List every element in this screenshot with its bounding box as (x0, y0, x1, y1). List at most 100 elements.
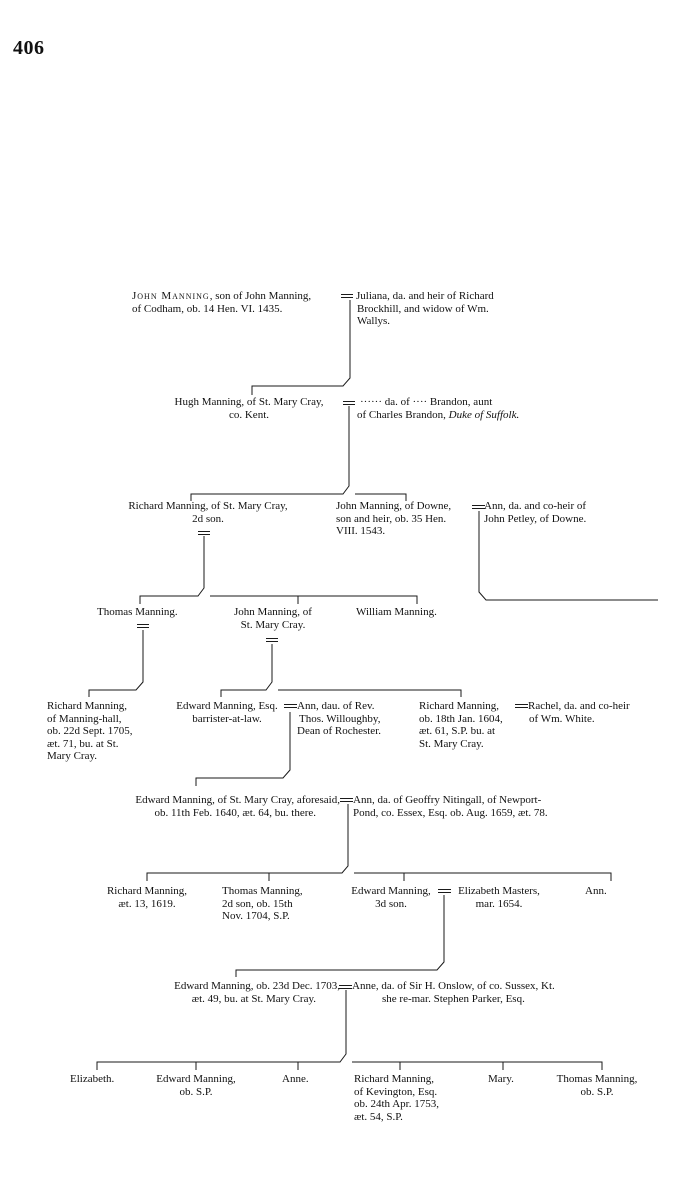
person-john-manning-downe: John Manning, of Downe, son and heir, ob… (336, 500, 451, 538)
person-john-manning-1435: John Manning, son of John Manning, of Co… (132, 290, 311, 315)
person-line: Edward Manning, ob. 23d Dec. 1703, (174, 980, 340, 992)
person-line: ob. 11th Feb. 1640, æt. 64, bu. there. (154, 806, 316, 819)
person-line: æt. 49, bu. at St. Mary Cray. (191, 992, 316, 1005)
person-richard-manning-kevington: Richard Manning, of Kevington, Esq. ob. … (354, 1073, 439, 1123)
person-line: of Charles Brandon, (357, 408, 449, 421)
person-richard-manning-2d-son: Richard Manning, of St. Mary Cray, 2d so… (108, 500, 308, 525)
person-ann: Ann. (585, 885, 607, 898)
person-line: of Manning-hall, (47, 712, 122, 725)
person-mary: Mary. (488, 1073, 514, 1086)
person-edward-manning-1703: Edward Manning, ob. 23d Dec. 1703, æt. 4… (100, 980, 340, 1005)
person-line: Dean of Rochester. (297, 725, 381, 737)
person-line: Richard Manning, (419, 700, 500, 712)
person-name: John Manning (132, 290, 210, 302)
person-john-manning-st-mary-cray: John Manning, of St. Mary Cray. (223, 606, 323, 631)
person-juliana: Juliana, da. and heir of Richard Brockhi… (356, 290, 494, 328)
person-line: Richard Manning, (47, 700, 128, 712)
person-line: Mary. (488, 1073, 514, 1085)
person-thomas-manning: Thomas Manning. (97, 606, 178, 619)
person-edward-manning-sp: Edward Manning, ob. S.P. (148, 1073, 244, 1098)
person-ann-petley: Ann, da. and co-heir of John Petley, of … (484, 500, 586, 525)
person-line: St. Mary Cray. (419, 737, 484, 750)
person-rachel-white: Rachel, da. and co-heir of Wm. White. (528, 700, 630, 725)
person-line: Hugh Manning, of St. Mary Cray, (174, 396, 324, 408)
person-edward-manning-3d-son: Edward Manning, 3d son. (343, 885, 439, 910)
person-line: æt. 61, S.P. bu. at (419, 725, 496, 737)
person-detail-line: of Codham, ob. 14 Hen. VI. 1435. (132, 302, 283, 315)
person-line: ob. S.P. (179, 1085, 213, 1098)
person-william-manning: William Manning. (356, 606, 437, 619)
person-line: Anne, da. of Sir H. Onslow, of co. Susse… (352, 980, 555, 992)
person-line: Edward Manning, (351, 885, 431, 897)
person-line: Edward Manning, Esq. (176, 700, 278, 712)
person-line: Ann, da. and co-heir of (484, 500, 587, 512)
person-brandon-daughter: ······ da. of ···· Brandon, aunt of Char… (357, 396, 519, 421)
person-line: son and heir, ob. 35 Hen. (336, 512, 447, 525)
person-line: co. Kent. (228, 408, 269, 421)
person-line: Ann, dau. of Rev. (297, 700, 375, 712)
person-line: VIII. 1543. (336, 525, 386, 537)
person-anne-onslow: Anne, da. of Sir H. Onslow, of co. Susse… (352, 980, 555, 1005)
person-edward-manning-1640: Edward Manning, of St. Mary Cray, afores… (90, 794, 340, 819)
person-richard-manning-1604: Richard Manning, ob. 18th Jan. 1604, æt.… (419, 700, 503, 750)
person-line: John Manning, of Downe, (336, 500, 452, 512)
person-line: John Petley, of Downe. (484, 512, 587, 525)
page-number: 406 (13, 37, 45, 59)
person-line: Richard Manning, (354, 1073, 435, 1085)
person-line: Richard Manning, (106, 885, 188, 897)
person-line: Richard Manning, of St. Mary Cray, (128, 500, 288, 512)
person-elizabeth-masters: Elizabeth Masters, mar. 1654. (446, 885, 552, 910)
person-line: Anne. (282, 1073, 309, 1085)
person-line: Pond, co. Essex, Esq. ob. Aug. 1659, æt.… (353, 806, 548, 819)
person-line: mar. 1654. (475, 897, 523, 910)
person-hugh-manning: Hugh Manning, of St. Mary Cray, co. Kent… (159, 396, 339, 421)
person-line: Nov. 1704, S.P. (222, 910, 290, 922)
person-line: Thomas Manning. (97, 606, 178, 618)
person-line: Ann, da. of Geoffry Nitingall, of Newpor… (353, 794, 542, 806)
person-line: Wallys. (357, 315, 391, 327)
person-line: 2d son, ob. 15th (222, 897, 293, 910)
person-line: she re-mar. Stephen Parker, Esq. (382, 992, 525, 1005)
person-line: Thomas Manning, (222, 885, 303, 897)
person-detail: , son of John Manning, (209, 290, 312, 302)
person-line: Juliana, da. and heir of Richard (356, 290, 494, 302)
person-line: Edward Manning, (156, 1073, 236, 1085)
person-line: Brockhill, and widow of Wm. (357, 302, 489, 315)
person-line: æt. 71, bu. at St. (47, 737, 119, 750)
person-line: John Manning, of (234, 606, 312, 618)
person-ann-willoughby: Ann, dau. of Rev. Thos. Willoughby, Dean… (297, 700, 381, 738)
person-line: ob. 24th Apr. 1753, (354, 1098, 439, 1110)
person-edward-manning-esq: Edward Manning, Esq. barrister-at-law. (168, 700, 286, 725)
person-line: Elizabeth. (70, 1073, 115, 1085)
person-line: ······ da. of ···· Brandon, aunt (360, 396, 493, 408)
person-line: æt. 13, 1619. (118, 897, 176, 910)
person-richard-manning-hall: Richard Manning, of Manning-hall, ob. 22… (47, 700, 133, 763)
person-line: barrister-at-law. (192, 712, 262, 725)
person-line: ob. S.P. (580, 1085, 614, 1098)
person-line: Mary Cray. (47, 750, 97, 762)
person-line: ob. 18th Jan. 1604, (419, 712, 503, 725)
person-line: 2d son. (192, 512, 224, 525)
person-line: Elizabeth Masters, (458, 885, 540, 897)
person-line: Rachel, da. and co-heir (528, 700, 630, 712)
person-line: of Kevington, Esq. (354, 1085, 438, 1098)
person-thomas-manning-sp: Thomas Manning, ob. S.P. (548, 1073, 646, 1098)
person-line: of Wm. White. (529, 712, 595, 725)
person-line: Thomas Manning, (556, 1073, 638, 1085)
person-ann-nitingall: Ann, da. of Geoffry Nitingall, of Newpor… (353, 794, 548, 819)
person-richard-manning-1619: Richard Manning, æt. 13, 1619. (92, 885, 202, 910)
person-line: Thos. Willoughby, (299, 712, 381, 725)
person-elizabeth: Elizabeth. (70, 1073, 114, 1086)
person-anne: Anne. (282, 1073, 309, 1086)
person-line: ob. 22d Sept. 1705, (47, 725, 133, 737)
person-line: æt. 54, S.P. (354, 1110, 403, 1123)
person-thomas-manning-1704: Thomas Manning, 2d son, ob. 15th Nov. 17… (222, 885, 303, 923)
person-line: Ann. (585, 885, 607, 897)
person-line: Edward Manning, of St. Mary Cray, afores… (135, 794, 340, 806)
person-line: St. Mary Cray. (240, 618, 306, 631)
person-line: William Manning. (356, 606, 437, 618)
person-title: Duke of Suffolk. (448, 408, 520, 421)
marriage-signs (137, 294, 528, 989)
